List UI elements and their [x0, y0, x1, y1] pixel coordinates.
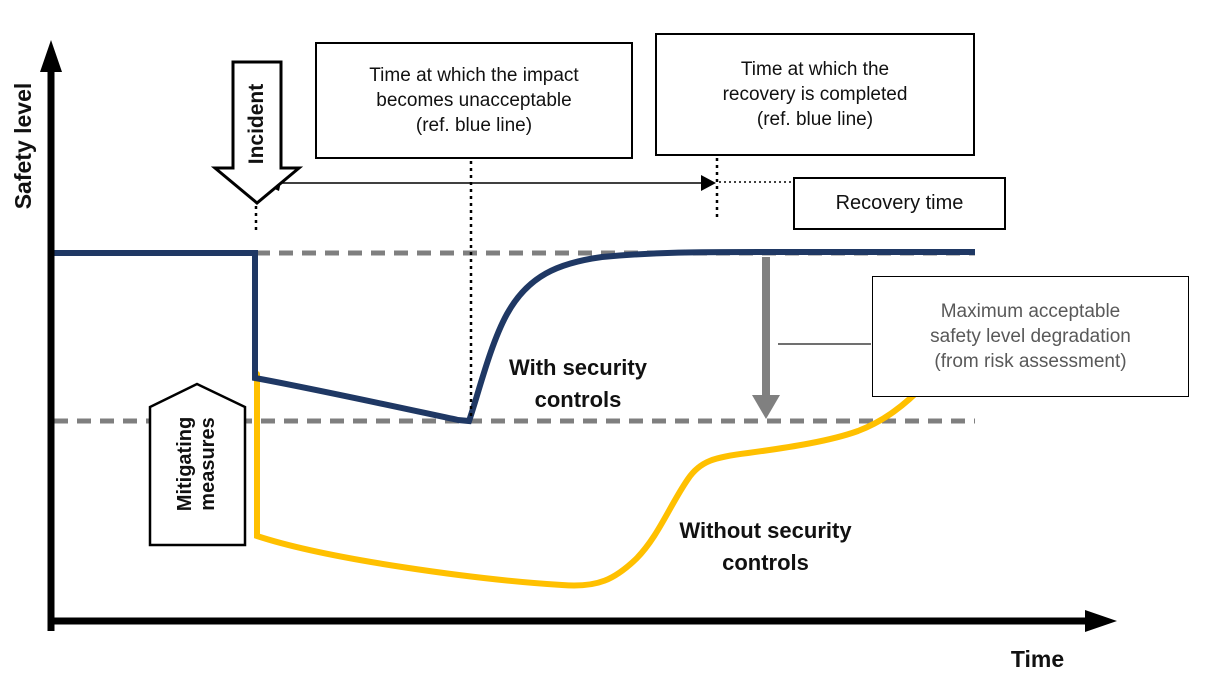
mitigating-measures-label: Mitigating measures [174, 416, 219, 512]
incident-block-arrow [210, 60, 304, 205]
max-degradation-callout: Maximum acceptable safety level degradat… [872, 276, 1189, 397]
incident-label: Incident [245, 83, 268, 165]
y-axis-label: Safety level [9, 82, 36, 210]
x-axis-label: Time [1010, 646, 1065, 672]
without-controls-label: Without security controls [679, 518, 852, 575]
without-controls-curve [254, 371, 928, 589]
recovery-completed-callout: Time at which the recovery is completed … [655, 33, 975, 156]
degradation-arrow-head [752, 395, 780, 419]
x-axis-arrowhead [1085, 610, 1117, 632]
recovery-time-callout: Recovery time [793, 177, 1006, 230]
recovery-span-right-arrowhead [701, 175, 716, 191]
with-controls-curve [51, 249, 975, 425]
mitigating-measures-shape [148, 382, 247, 547]
impact-unacceptable-callout: Time at which the impact becomes unaccep… [315, 42, 633, 159]
y-axis-arrowhead [40, 40, 62, 72]
with-controls-label: With security controls [509, 355, 647, 412]
